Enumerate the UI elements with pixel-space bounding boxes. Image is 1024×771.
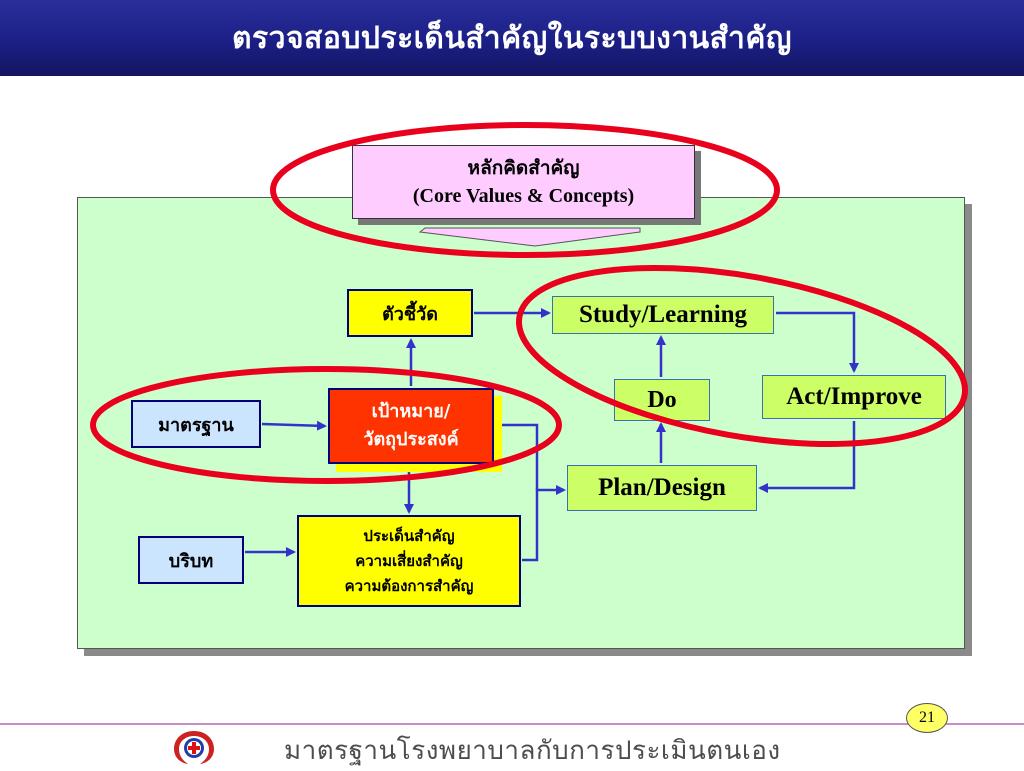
slide-title: ตรวจสอบประเด็นสำคัญในระบบงานสำคัญ xyxy=(232,20,792,56)
issues-line1: ประเด็นสำคัญ xyxy=(363,526,455,545)
hospital-logo-icon xyxy=(174,731,214,764)
arrow-issues-to-plan xyxy=(522,485,566,562)
core-values-subtitle: (Core Values & Concepts) xyxy=(412,185,635,207)
goal-label-line1: เป้าหมาย/ xyxy=(371,401,451,422)
goal-label-line2: วัตถุประสงค์ xyxy=(363,429,459,450)
do-label: Do xyxy=(647,386,677,413)
context-label: บริบท xyxy=(168,550,214,572)
indicator-label: ตัวชี้วัด xyxy=(382,303,438,325)
act-label: Act/Improve xyxy=(786,383,922,410)
standard-label: มาตรฐาน xyxy=(158,414,234,436)
page-number: 21 xyxy=(919,709,935,726)
context-box: บริบท xyxy=(138,536,244,584)
study-learning-box: Study/Learning xyxy=(552,296,774,334)
arrow-act-to-plan xyxy=(758,421,856,493)
goal-objective-box: เป้าหมาย/ วัตถุประสงค์ xyxy=(328,388,494,464)
arrow-standard-to-goal xyxy=(261,420,327,431)
do-box: Do xyxy=(614,379,710,421)
footer-divider xyxy=(0,723,1024,725)
core-values-title: หลักคิดสำคัญ xyxy=(467,157,580,179)
issues-line2: ความเสี่ยงสำคัญ xyxy=(355,551,463,570)
core-values-pointer xyxy=(418,227,641,247)
arrow-goal-to-plan xyxy=(495,423,539,490)
issues-line3: ความต้องการสำคัญ xyxy=(344,576,474,595)
standard-box: มาตรฐาน xyxy=(131,400,261,448)
plan-label: Plan/Design xyxy=(598,474,726,501)
key-issues-box: ประเด็นสำคัญ ความเสี่ยงสำคัญ ความต้องการ… xyxy=(297,515,521,607)
plan-design-box: Plan/Design xyxy=(567,465,757,511)
title-bar: ตรวจสอบประเด็นสำคัญในระบบงานสำคัญ xyxy=(0,0,1024,76)
core-values-box: หลักคิดสำคัญ (Core Values & Concepts) xyxy=(352,145,695,219)
arrow-study-to-act xyxy=(776,311,859,373)
page-number-badge: 21 xyxy=(906,703,948,733)
footer-title: มาตรฐานโรงพยาบาลกับการประเมินตนเอง xyxy=(284,736,781,766)
act-improve-box: Act/Improve xyxy=(762,375,946,419)
indicator-box: ตัวชี้วัด xyxy=(347,289,473,337)
study-label: Study/Learning xyxy=(578,301,748,328)
